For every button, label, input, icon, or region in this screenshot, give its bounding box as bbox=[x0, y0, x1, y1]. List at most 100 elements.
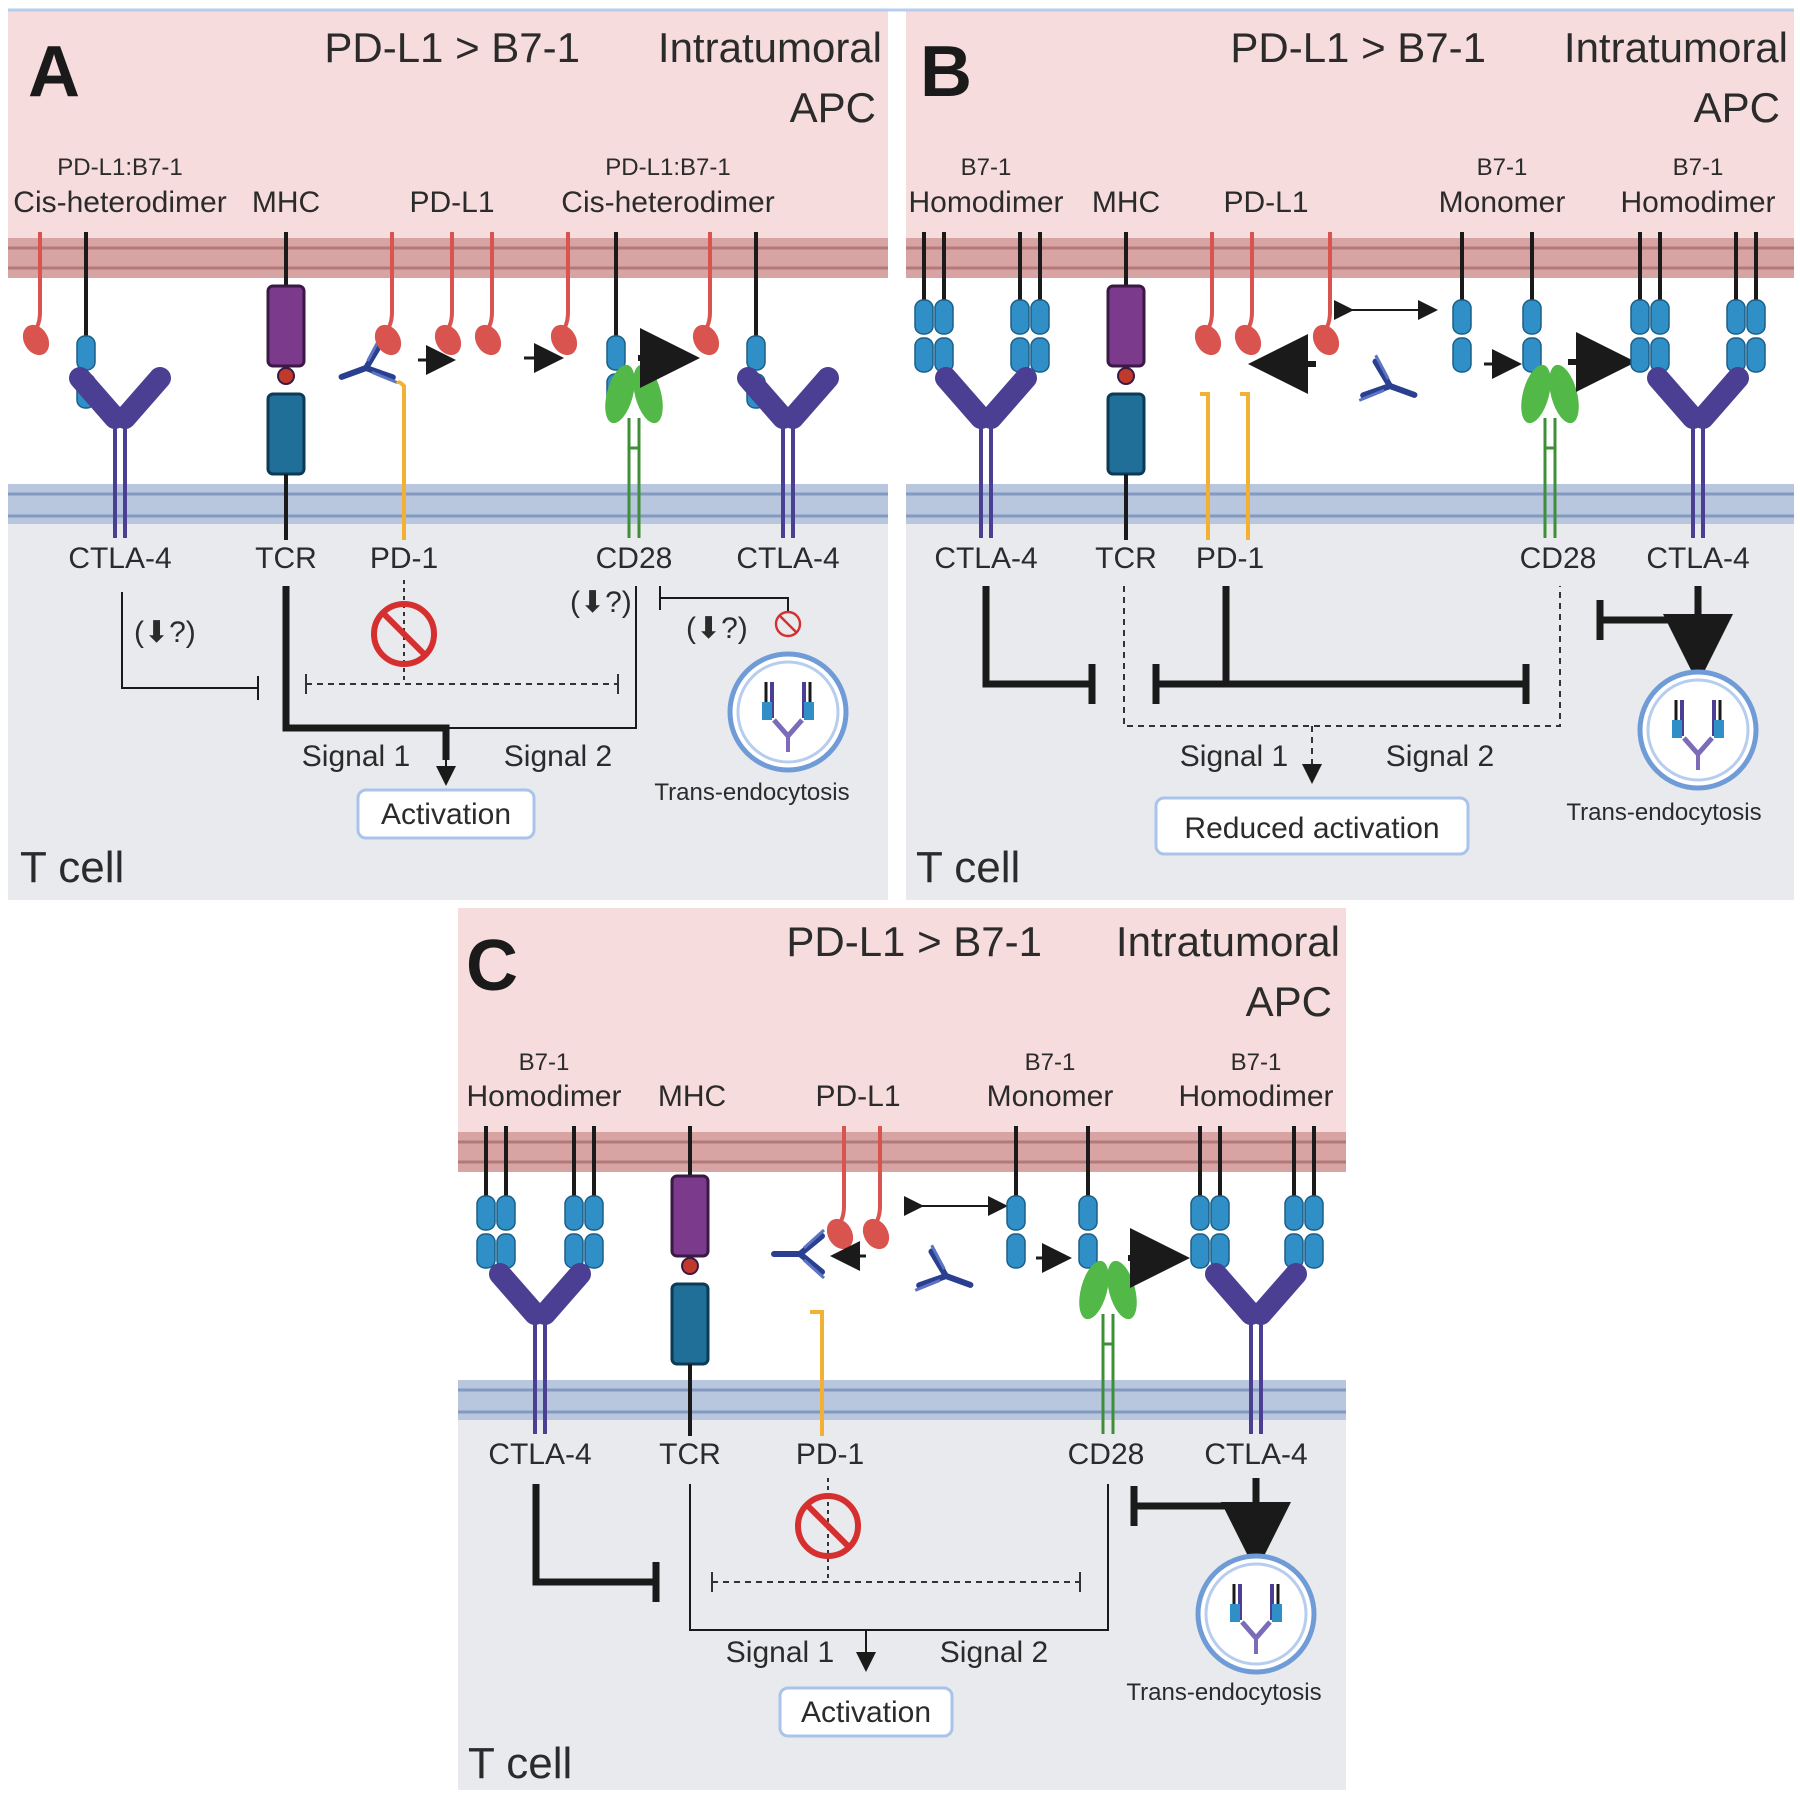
apc-membrane bbox=[458, 1132, 1346, 1172]
label-bottom: PD-1 bbox=[796, 1438, 864, 1471]
label-bottom: TCR bbox=[255, 542, 317, 575]
label-bottom: CTLA-4 bbox=[934, 542, 1037, 575]
location-header: Intratumoral bbox=[658, 24, 882, 71]
label-top: PD-L1:B7-1 bbox=[605, 154, 730, 181]
label-top: MHC bbox=[1092, 186, 1160, 219]
label-bottom: CTLA-4 bbox=[488, 1438, 591, 1471]
tcell-label: T cell bbox=[20, 843, 124, 892]
mhc-molecule bbox=[670, 1174, 710, 1258]
pd1-molecule bbox=[1200, 392, 1210, 540]
endocytic-vesicle bbox=[1198, 1556, 1314, 1672]
label-bottom: TCR bbox=[659, 1438, 721, 1471]
b71-homodimer bbox=[914, 232, 1050, 373]
tcell-membrane bbox=[8, 484, 888, 524]
label-top: Cis-heterodimer bbox=[561, 186, 774, 219]
trans-endocytosis-label: Trans-endocytosis bbox=[1126, 1679, 1321, 1706]
panel-b: B PD-L1 > B7-1 Intratumoral APC B7-1 Hom… bbox=[906, 10, 1794, 900]
label-bottom: CD28 bbox=[1520, 542, 1597, 575]
tcr-molecule bbox=[670, 1282, 710, 1366]
label-top: MHC bbox=[252, 186, 320, 219]
ratio-header: PD-L1 > B7-1 bbox=[324, 24, 580, 71]
label-top: Homodimer bbox=[1620, 186, 1775, 219]
location-header-apc: APC bbox=[1694, 84, 1780, 131]
mhc-molecule bbox=[1106, 284, 1146, 368]
location-header-apc: APC bbox=[1246, 978, 1332, 1025]
label-top: MHC bbox=[658, 1080, 726, 1113]
b71-homodimer bbox=[1190, 1126, 1324, 1269]
outcome-label: Reduced activation bbox=[1184, 812, 1439, 845]
label-top: PD-L1:B7-1 bbox=[57, 154, 182, 181]
label-top: B7-1 bbox=[1025, 1049, 1076, 1076]
panel-letter: C bbox=[466, 926, 518, 1006]
label-top: B7-1 bbox=[1673, 154, 1724, 181]
label-top: Homodimer bbox=[466, 1080, 621, 1113]
label-bottom: CTLA-4 bbox=[1204, 1438, 1307, 1471]
trans-endocytosis-label: Trans-endocytosis bbox=[654, 779, 849, 806]
location-header: Intratumoral bbox=[1564, 24, 1788, 71]
label-top: Cis-heterodimer bbox=[13, 186, 226, 219]
tcell-label: T cell bbox=[916, 843, 1020, 892]
label-top: B7-1 bbox=[519, 1049, 570, 1076]
label-top: PD-L1 bbox=[1223, 186, 1308, 219]
tcell-label: T cell bbox=[468, 1739, 572, 1788]
label-bottom: PD-1 bbox=[370, 542, 438, 575]
signal1-label: Signal 1 bbox=[302, 740, 410, 773]
tcr-molecule bbox=[266, 392, 306, 476]
label-top: Homodimer bbox=[1178, 1080, 1333, 1113]
note-label: (⬇?) bbox=[134, 616, 196, 649]
b71-homodimer bbox=[476, 1126, 604, 1269]
pd1-molecule bbox=[810, 1310, 824, 1436]
outcome-box bbox=[356, 788, 536, 840]
location-header-apc: APC bbox=[790, 84, 876, 131]
label-bottom: CD28 bbox=[1068, 1438, 1145, 1471]
label-top: Monomer bbox=[1439, 186, 1566, 219]
location-header: Intratumoral bbox=[1116, 918, 1340, 965]
trans-endocytosis-label: Trans-endocytosis bbox=[1566, 799, 1761, 826]
outcome-box bbox=[778, 1686, 954, 1738]
label-bottom: CTLA-4 bbox=[1646, 542, 1749, 575]
ratio-header: PD-L1 > B7-1 bbox=[786, 918, 1042, 965]
outcome-label: Activation bbox=[801, 1696, 931, 1729]
mhc-molecule bbox=[266, 284, 306, 368]
label-bottom: PD-1 bbox=[1196, 542, 1264, 575]
signal1-label: Signal 1 bbox=[726, 1636, 834, 1669]
outcome-box bbox=[1154, 796, 1470, 856]
apc-background bbox=[458, 908, 1346, 1134]
apc-background bbox=[8, 10, 888, 240]
note-label: (⬇?) bbox=[686, 612, 748, 645]
panel-letter: A bbox=[28, 32, 80, 112]
tcell-membrane bbox=[458, 1380, 1346, 1420]
signal2-label: Signal 2 bbox=[1386, 740, 1494, 773]
label-bottom: TCR bbox=[1095, 542, 1157, 575]
label-top: PD-L1 bbox=[409, 186, 494, 219]
pd1-molecule bbox=[1240, 392, 1250, 540]
label-top: Monomer bbox=[987, 1080, 1114, 1113]
signal2-label: Signal 2 bbox=[504, 740, 612, 773]
signal2-label: Signal 2 bbox=[940, 1636, 1048, 1669]
panel-a: A PD-L1 > B7-1 Intratumoral APC PD-L1:B7… bbox=[8, 10, 888, 900]
label-bottom: CD28 bbox=[596, 542, 673, 575]
label-top: Homodimer bbox=[908, 186, 1063, 219]
outcome-label: Activation bbox=[381, 798, 511, 831]
label-bottom: CTLA-4 bbox=[736, 542, 839, 575]
label-top: PD-L1 bbox=[815, 1080, 900, 1113]
panel-c: C PD-L1 > B7-1 Intratumoral APC B7-1 Hom… bbox=[458, 908, 1346, 1790]
pd1-molecule bbox=[396, 380, 406, 540]
label-bottom: CTLA-4 bbox=[68, 542, 171, 575]
b71-homodimer bbox=[1630, 232, 1766, 373]
panel-letter: B bbox=[920, 32, 972, 112]
label-top: B7-1 bbox=[1477, 154, 1528, 181]
apc-background bbox=[906, 10, 1794, 240]
note-label: (⬇?) bbox=[570, 586, 632, 619]
tcr-molecule bbox=[1106, 392, 1146, 476]
label-top: B7-1 bbox=[961, 154, 1012, 181]
apc-membrane bbox=[906, 238, 1794, 278]
endocytic-vesicle bbox=[730, 654, 846, 770]
label-top: B7-1 bbox=[1231, 1049, 1282, 1076]
signal1-label: Signal 1 bbox=[1180, 740, 1288, 773]
apc-membrane bbox=[8, 238, 888, 278]
endocytic-vesicle bbox=[1640, 672, 1756, 788]
ratio-header: PD-L1 > B7-1 bbox=[1230, 24, 1486, 71]
tcell-membrane bbox=[906, 484, 1794, 524]
